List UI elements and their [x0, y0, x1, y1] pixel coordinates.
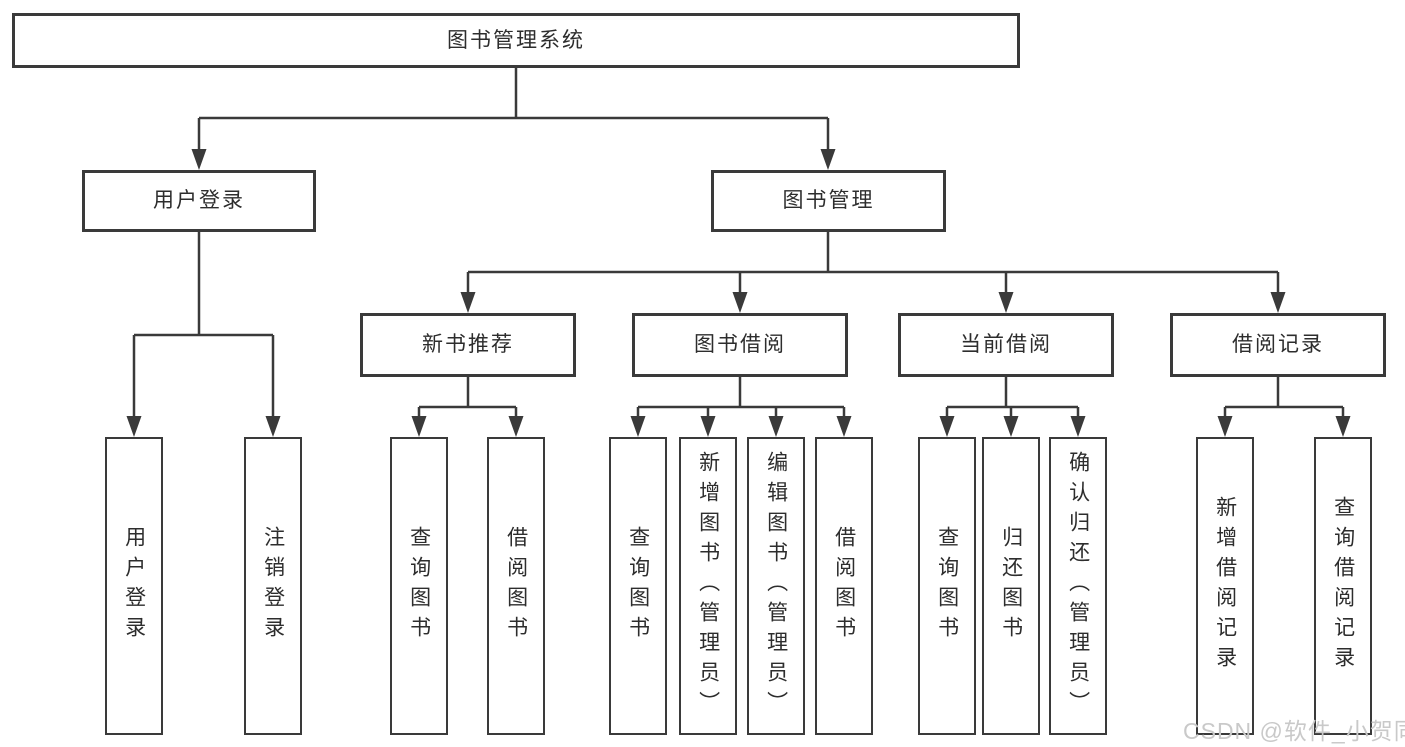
- leaf-borrow-books-borrow: 借阅图书: [815, 437, 873, 735]
- leaf-query-books-current: 查询图书: [918, 437, 976, 735]
- node-new-book-recommend: 新书推荐: [360, 313, 576, 377]
- node-book-management: 图书管理: [711, 170, 946, 232]
- leaf-add-borrow-record: 新增借阅记录: [1196, 437, 1254, 735]
- leaf-query-books-recommend: 查询图书: [390, 437, 448, 735]
- watermark-text: CSDN @软件_小贺同学: [1183, 718, 1405, 744]
- node-book-borrow: 图书借阅: [632, 313, 848, 377]
- node-borrow-records: 借阅记录: [1170, 313, 1386, 377]
- node-current-borrow: 当前借阅: [898, 313, 1114, 377]
- leaf-logout: 注销登录: [244, 437, 302, 735]
- leaf-add-book-admin: 新增图书（管理员）: [679, 437, 737, 735]
- leaf-query-borrow-record: 查询借阅记录: [1314, 437, 1372, 735]
- leaf-query-books-borrow: 查询图书: [609, 437, 667, 735]
- node-user-login: 用户登录: [82, 170, 316, 232]
- node-root: 图书管理系统: [12, 13, 1020, 68]
- leaf-borrow-books-recommend: 借阅图书: [487, 437, 545, 735]
- leaf-edit-book-admin: 编辑图书（管理员）: [747, 437, 805, 735]
- leaf-return-books: 归还图书: [982, 437, 1040, 735]
- leaf-confirm-return-admin: 确认归还（管理员）: [1049, 437, 1107, 735]
- leaf-user-login: 用户登录: [105, 437, 163, 735]
